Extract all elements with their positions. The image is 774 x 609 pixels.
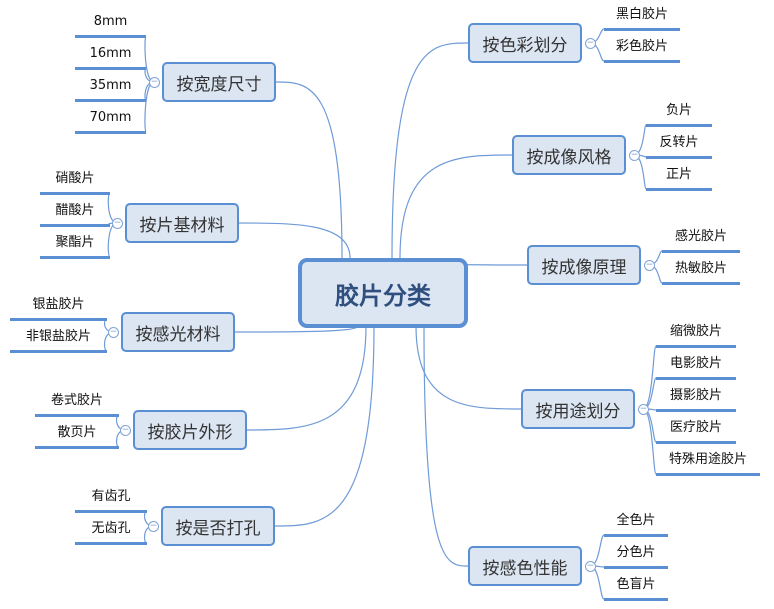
leaf-topic[interactable]: 全色片 [616,513,656,528]
leaf-connector [642,408,657,475]
leaf-topic[interactable]: 银盐胶片 [32,297,85,312]
leaf-underline [656,441,736,444]
branch-topic[interactable]: 按是否打孔 [161,506,275,546]
leaf-topic[interactable]: 8mm [93,14,128,29]
collapse-minus-icon[interactable]: − [629,150,640,161]
leaf-topic[interactable]: 卷式胶片 [50,393,103,408]
collapse-minus-icon[interactable]: − [149,77,160,88]
leaf-underline [646,156,712,159]
leaf-underline [604,534,668,537]
leaf-topic[interactable]: 正片 [665,167,692,182]
leaf-underline [656,473,760,476]
branch-topic[interactable]: 按感光材料 [121,312,235,352]
branch-connector [391,42,469,259]
collapse-minus-icon[interactable]: − [638,404,649,415]
leaf-topic[interactable]: 反转片 [659,135,699,150]
leaf-topic[interactable]: 医疗胶片 [669,420,722,435]
collapse-minus-icon[interactable]: − [108,327,119,338]
leaf-topic[interactable]: 醋酸片 [55,203,95,218]
collapse-minus-icon[interactable]: − [585,38,596,49]
leaf-topic[interactable]: 35mm [89,78,132,93]
branch-connector [238,222,351,259]
branch-connector [275,81,343,259]
branch-connector [274,325,375,527]
branch-topic[interactable]: 按感色性能 [468,546,582,586]
leaf-topic[interactable]: 摄影胶片 [669,388,722,403]
leaf-underline [75,131,146,134]
branch-connector [423,325,469,567]
branch-connector [415,325,522,410]
leaf-topic[interactable]: 无齿孔 [91,521,131,536]
leaf-topic[interactable]: 非银盐胶片 [25,329,91,344]
leaf-topic[interactable]: 缩微胶片 [669,324,722,339]
leaf-topic[interactable]: 负片 [665,103,692,118]
leaf-underline [75,35,146,38]
leaf-topic[interactable]: 70mm [89,110,132,125]
leaf-underline [656,377,736,380]
leaf-underline [604,60,680,63]
leaf-topic[interactable]: 彩色胶片 [615,39,668,54]
leaf-underline [646,188,712,191]
leaf-topic[interactable]: 黑白胶片 [615,7,668,22]
leaf-underline [35,414,119,417]
leaf-underline [604,28,680,31]
branch-connector [246,325,367,431]
collapse-minus-icon[interactable]: − [112,218,123,229]
branch-topic[interactable]: 按片基材料 [125,203,239,243]
leaf-topic[interactable]: 16mm [89,46,132,61]
leaf-underline [40,192,110,195]
leaf-topic[interactable]: 特殊用途胶片 [668,452,747,467]
leaf-topic[interactable]: 硝酸片 [55,171,95,186]
leaf-underline [75,67,146,70]
central-topic[interactable]: 胶片分类 [298,258,468,328]
leaf-topic[interactable]: 电影胶片 [669,356,722,371]
leaf-topic[interactable]: 散页片 [57,425,97,440]
leaf-topic[interactable]: 分色片 [616,545,656,560]
leaf-topic[interactable]: 有齿孔 [91,489,131,504]
branch-topic[interactable]: 按成像原理 [527,245,641,285]
branch-topic[interactable]: 按胶片外形 [133,410,247,450]
branch-connector [399,154,513,259]
leaf-connector [144,35,155,83]
leaf-connector [642,345,657,410]
leaf-topic[interactable]: 聚酯片 [55,235,95,250]
leaf-underline [75,99,146,102]
leaf-underline [646,124,712,127]
leaf-underline [35,446,119,449]
branch-topic[interactable]: 按成像风格 [512,135,626,175]
leaf-topic[interactable]: 热敏胶片 [674,261,727,276]
leaf-topic[interactable]: 感光胶片 [674,229,727,244]
leaf-underline [656,345,736,348]
collapse-minus-icon[interactable]: − [585,561,596,572]
collapse-minus-icon[interactable]: − [148,521,159,532]
leaf-underline [604,566,668,569]
leaf-underline [604,598,668,601]
leaf-underline [656,409,736,412]
leaf-underline [662,282,740,285]
collapse-minus-icon[interactable]: − [644,260,655,271]
branch-topic[interactable]: 按用途划分 [521,389,635,429]
leaf-underline [10,350,107,353]
leaf-underline [662,250,740,253]
branch-topic[interactable]: 按宽度尺寸 [162,62,276,102]
branch-topic[interactable]: 按色彩划分 [468,23,582,63]
leaf-underline [75,542,147,545]
leaf-underline [40,256,110,259]
collapse-minus-icon[interactable]: − [120,425,131,436]
leaf-underline [40,224,110,227]
leaf-underline [10,318,107,321]
leaf-topic[interactable]: 色盲片 [616,577,656,592]
leaf-underline [75,510,147,513]
